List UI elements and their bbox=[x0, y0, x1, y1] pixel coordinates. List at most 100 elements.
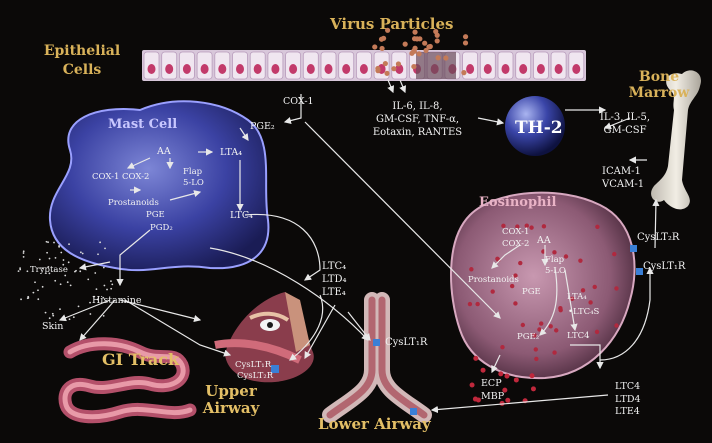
secretion-dot bbox=[110, 288, 112, 290]
secretion-dot bbox=[103, 267, 105, 269]
virus-particles-label: Virus Particles bbox=[330, 17, 454, 32]
secretion-dot bbox=[73, 316, 75, 318]
secretion-dot bbox=[99, 241, 101, 243]
virus-particle bbox=[435, 38, 440, 43]
ecp-mbp-label: ECP MBP bbox=[481, 379, 504, 401]
secretion-dot bbox=[54, 280, 56, 282]
secretion-dot bbox=[89, 313, 91, 315]
cox1-label: COX-1 bbox=[283, 97, 314, 107]
adhesion-molecules: ICAM-1 VCAM-1 bbox=[602, 167, 644, 190]
eos-pge2-label: PGE₂ bbox=[517, 333, 539, 342]
eos-cox-label: COX-1 COX-2 bbox=[502, 228, 529, 248]
secretion-dot bbox=[106, 289, 108, 291]
tryptase-label: Tryptase bbox=[30, 266, 68, 275]
eos-granule bbox=[539, 321, 543, 325]
epithelial-nucleus bbox=[572, 64, 580, 74]
eos-pge-label: PGE bbox=[522, 288, 541, 297]
histamine-label: Histamine bbox=[92, 296, 141, 306]
epithelial-nucleus bbox=[325, 64, 333, 74]
secretion-dot bbox=[58, 246, 60, 248]
eos-granule bbox=[554, 328, 558, 332]
secretion-dot bbox=[75, 270, 77, 272]
eos-granule bbox=[614, 286, 618, 290]
epithelial-nucleus bbox=[218, 64, 226, 74]
epithelial-nucleus bbox=[342, 64, 350, 74]
epithelial-nucleus bbox=[466, 64, 474, 74]
secretion-dot bbox=[52, 315, 54, 317]
secretion-dot bbox=[26, 270, 28, 272]
secretion-dot bbox=[23, 252, 25, 254]
secretion-dot bbox=[67, 281, 69, 283]
epithelial-nucleus bbox=[537, 64, 545, 74]
bone-marrow-cytokines: IL-3, IL-5, GM-CSF bbox=[590, 113, 660, 136]
secretion-dot bbox=[47, 241, 49, 243]
eos-granule bbox=[468, 302, 472, 306]
infected-region bbox=[416, 52, 456, 79]
upper-airway-receptors: CysLT₁R CysLT₂R bbox=[235, 361, 273, 380]
virus-particle bbox=[384, 71, 389, 76]
secretion-dot bbox=[82, 253, 84, 255]
virus-particle bbox=[443, 55, 448, 60]
eos-granule bbox=[612, 252, 616, 256]
secretion-dot bbox=[46, 252, 48, 254]
secretion-dot bbox=[60, 252, 62, 254]
eosinophil-body bbox=[451, 193, 635, 378]
secretion-dot bbox=[18, 270, 20, 272]
virus-particle bbox=[383, 61, 388, 66]
eos-granule bbox=[614, 323, 618, 327]
eos-granule bbox=[469, 267, 473, 271]
eos-ltc4s-label: •LTC₄S bbox=[568, 308, 599, 317]
secretion-dot bbox=[39, 259, 41, 261]
virus-particle bbox=[372, 44, 377, 49]
virus-particle bbox=[381, 36, 386, 41]
secretion-dot bbox=[69, 318, 71, 320]
epithelial-nucleus bbox=[307, 64, 315, 74]
epithelial-nucleus bbox=[271, 64, 279, 74]
secretion-dot bbox=[46, 241, 48, 243]
virus-particle bbox=[396, 61, 401, 66]
epithelial-nucleus bbox=[360, 64, 368, 74]
eosinophil-label: Eosinophil bbox=[479, 196, 556, 209]
virus-particle bbox=[463, 34, 468, 39]
secretion-dot bbox=[104, 247, 106, 249]
leukotriene-list-right: LTC4 LTD4 LTE4 bbox=[615, 382, 641, 417]
epithelial-nucleus bbox=[183, 64, 191, 74]
epithelial-nucleus bbox=[502, 64, 510, 74]
secretion-dot bbox=[89, 302, 91, 304]
secretion-dot bbox=[49, 258, 51, 260]
secretion-dot bbox=[60, 283, 62, 285]
epithelial-nucleus bbox=[555, 64, 563, 74]
epithelial-nucleus bbox=[201, 64, 209, 74]
virus-particle bbox=[403, 42, 408, 47]
pge2-label: PGE₂ bbox=[250, 122, 275, 132]
eos-ltc4-label: LTC4 bbox=[567, 332, 590, 341]
secretion-dot bbox=[59, 308, 61, 310]
epithelial-nucleus bbox=[236, 64, 244, 74]
mast-cell-label: Mast Cell bbox=[108, 118, 177, 131]
released-granule bbox=[504, 374, 509, 379]
secretion-dot bbox=[94, 272, 96, 274]
secretion-dot bbox=[34, 281, 36, 283]
eos-receptor-square bbox=[630, 245, 637, 252]
eos-granule bbox=[475, 302, 479, 306]
virus-particle bbox=[461, 70, 466, 75]
leukotriene-list-center: LTC₄ LTD₄ LTE₄ bbox=[322, 262, 347, 298]
secretion-dot bbox=[97, 253, 99, 255]
eos-granule bbox=[552, 350, 556, 354]
eos-granule bbox=[513, 301, 517, 305]
released-granule bbox=[498, 371, 503, 376]
secretion-dot bbox=[103, 315, 105, 317]
secretion-dot bbox=[53, 242, 55, 244]
virus-particle bbox=[412, 46, 417, 51]
virus-particle bbox=[422, 41, 427, 46]
secretion-dot bbox=[70, 284, 72, 286]
th2-label: TH-2 bbox=[515, 120, 563, 137]
eos-lta4-label: LTA₄ bbox=[567, 293, 587, 302]
released-granule bbox=[530, 373, 535, 378]
epithelial-nucleus bbox=[165, 64, 173, 74]
virus-particle bbox=[411, 64, 416, 69]
secretion-dot bbox=[42, 286, 44, 288]
secretion-dot bbox=[110, 280, 112, 282]
cyslt1r-center-label: CysLT₁R bbox=[385, 338, 427, 348]
